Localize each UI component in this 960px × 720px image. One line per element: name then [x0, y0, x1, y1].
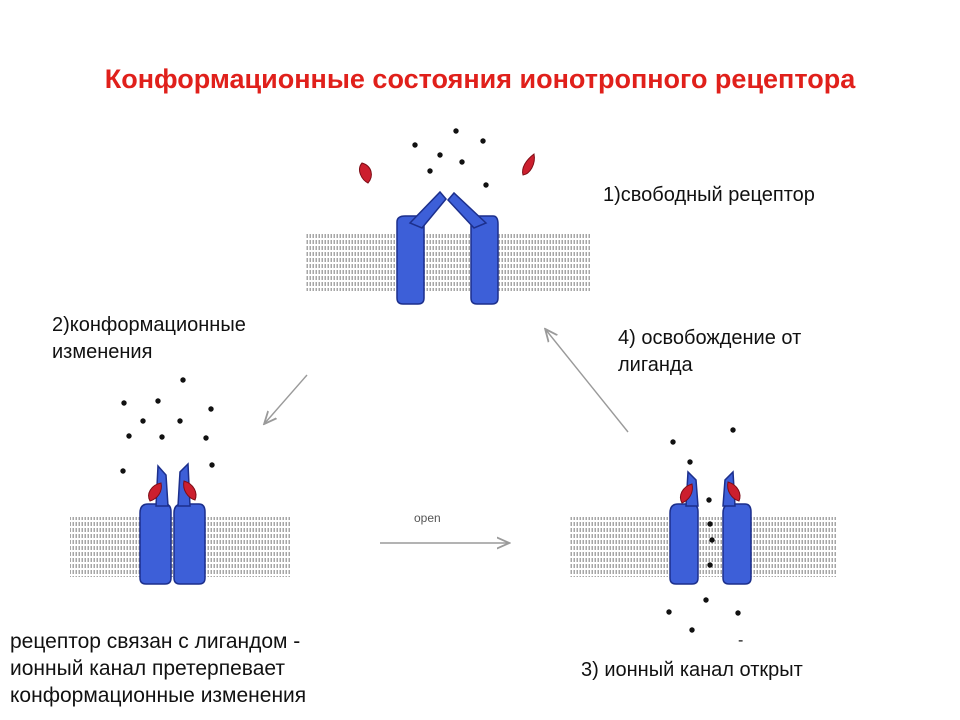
ion-dot-icon — [412, 128, 489, 188]
lipid-membrane-icon — [305, 234, 590, 291]
minus-sign: - — [738, 632, 743, 649]
arrow-icon — [546, 330, 629, 433]
arrow-open-label: open — [414, 511, 441, 525]
ligand-icon — [148, 482, 162, 502]
ligand-icon — [679, 483, 693, 504]
label-state1: 1)свободный рецептор — [603, 184, 815, 206]
lipid-membrane-icon — [570, 517, 836, 577]
page-title: Конформационные состояния ионотропного р… — [104, 64, 856, 94]
ligand-icon — [359, 162, 372, 184]
label-state3: 3) ионный канал открыт — [581, 659, 803, 681]
arrow-icon — [265, 374, 308, 423]
label-state4: 4) освобождение от лиганда — [618, 325, 801, 379]
ligand-icon — [727, 481, 741, 502]
receptor-channel-icon — [396, 190, 499, 305]
ligand-icon — [183, 480, 197, 501]
label-bound-line1: рецептор связан с лигандом - — [10, 630, 301, 653]
label-state2-line2: изменения — [52, 341, 153, 363]
label-bound: рецептор связан с лигандом - ионный кана… — [10, 628, 306, 709]
ligand-icon — [522, 153, 535, 176]
label-bound-line2: ионный канал претерпевает — [10, 657, 285, 680]
label-state4-line2: лиганда — [618, 354, 693, 376]
ion-dot-icon — [120, 377, 215, 474]
label-bound-line3: конформационные изменения — [10, 684, 307, 707]
receptor-state-free — [305, 128, 590, 305]
label-state2: 2)конформационные изменения — [52, 312, 246, 366]
ion-dot-icon — [666, 427, 741, 633]
receptor-state-open — [570, 427, 836, 633]
label-state2-line1: 2)конформационные — [52, 314, 246, 336]
label-state4-line1: 4) освобождение от — [618, 327, 802, 349]
receptor-state-bound — [70, 377, 290, 585]
receptor-channel-icon — [139, 462, 206, 585]
receptor-channel-icon — [669, 470, 752, 585]
